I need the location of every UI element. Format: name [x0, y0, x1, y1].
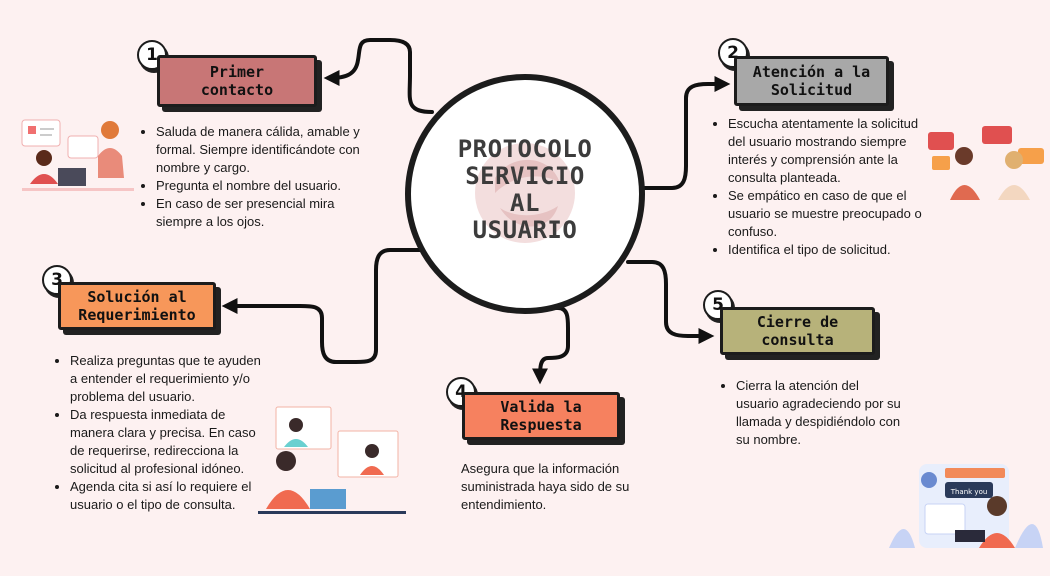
illustration-video-call [258, 406, 406, 514]
list-item: Realiza preguntas que te ayuden a entend… [70, 352, 265, 406]
step-4-title-line: Respuesta [500, 416, 582, 434]
illustration-chat-people [928, 126, 1044, 200]
step-3-number: 3 [42, 265, 72, 295]
step-5-list: Cierra la atención del usuario agradecie… [720, 377, 901, 449]
step-1-title-line: Primer [209, 63, 265, 81]
thankyou-badge-text: Thank you [950, 488, 988, 496]
step-5-title-box: Cierre de consulta [720, 307, 875, 355]
step-2-title-line: Atención a la [752, 63, 871, 81]
hub-title-line: SERVICIO [465, 162, 585, 190]
list-item: En caso de ser presencial mira siempre a… [156, 195, 371, 231]
step-5-title-line: Cierre de [756, 313, 839, 331]
step-4-title-line: Valida la [500, 398, 582, 416]
connector-step-2 [638, 76, 731, 190]
connector-step-5 [626, 260, 715, 344]
list-item: Saluda de manera cálida, amable y formal… [156, 123, 371, 177]
step-3-title-line: Solución al [87, 288, 187, 306]
step-3-title-box: Solución al Requerimiento [58, 282, 216, 330]
step-1-title-box: Primer contacto [157, 55, 317, 107]
illustration-person-laptop [21, 119, 134, 191]
list-item: Cierra la atención del usuario agradecie… [736, 377, 901, 449]
list-item: Identifica el tipo de solicitud. [728, 241, 933, 259]
list-item: Se empático en caso de que el usuario se… [728, 187, 933, 241]
step-4-title-box: Valida la Respuesta [462, 392, 620, 440]
illustration-thank-you: Thank you [889, 464, 1043, 548]
step-3-list: Realiza preguntas que te ayuden a entend… [54, 352, 265, 514]
step-2-list: Escucha atentamente la solicitud del usu… [712, 115, 933, 259]
hub-title-line: AL [510, 189, 540, 217]
connector-step-3 [221, 248, 447, 364]
step-2-title-box: Atención a la Solicitud [734, 56, 889, 106]
hub-title: PROTOCOLO SERVICIO AL USUARIO [425, 136, 625, 244]
hub-title-line: PROTOCOLO [457, 135, 593, 163]
step-1-title-line: contacto [200, 81, 274, 99]
hub-circle [405, 74, 645, 314]
step-4-text: Asegura que la información suministrada … [461, 461, 630, 512]
list-item: Agenda cita si así lo requiere el usuari… [70, 478, 265, 514]
step-3-title-line: Requerimiento [78, 306, 196, 324]
hub-title-line: USUARIO [472, 216, 578, 244]
list-item: Pregunta el nombre del usuario. [156, 177, 371, 195]
step-1-list: Saluda de manera cálida, amable y formal… [140, 123, 371, 231]
connector-step-1 [323, 38, 434, 114]
watermark-logo [475, 143, 575, 243]
step-5-title-line: consulta [761, 331, 834, 349]
step-5-number: 5 [703, 290, 733, 320]
connector-step-4 [532, 306, 570, 385]
step-2-title-line: Solicitud [770, 81, 853, 99]
list-item: Da respuesta inmediata de manera clara y… [70, 406, 265, 478]
list-item: Escucha atentamente la solicitud del usu… [728, 115, 933, 187]
